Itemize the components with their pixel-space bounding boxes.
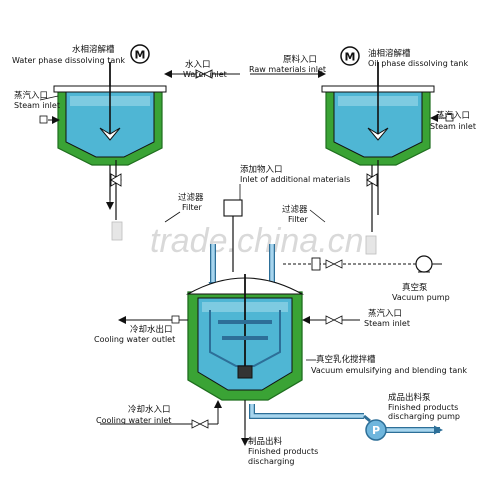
vacuum-pump bbox=[415, 255, 442, 273]
steam-inlet-left-label-en: Steam inlet bbox=[14, 101, 60, 110]
svg-text:M: M bbox=[135, 49, 146, 62]
raw-inlet-label-en: Raw materials inlet bbox=[249, 65, 326, 74]
oil-phase-tank bbox=[321, 62, 435, 232]
discharge-pipe bbox=[249, 404, 364, 419]
svg-text:M: M bbox=[345, 51, 356, 64]
additional-hopper bbox=[223, 199, 243, 217]
filter-left-label-en: Filter bbox=[182, 203, 203, 212]
product-pump: P bbox=[365, 419, 387, 441]
filter-left-label-cn: 过滤器 bbox=[178, 192, 204, 203]
vacuum-emulsifying-tank bbox=[185, 274, 305, 446]
discharge-label-en2: discharging bbox=[248, 457, 294, 466]
filter-right-label-en: Filter bbox=[288, 215, 309, 224]
water-inlet-label-en: Water inlet bbox=[183, 70, 227, 79]
cooling-inlet-label-en: Cooling water inlet bbox=[96, 416, 171, 425]
product-pump-label-cn: 成品出料泵 bbox=[388, 392, 431, 403]
vacuum-pump-label-en: Vacuum pump bbox=[392, 293, 450, 302]
filter-right bbox=[365, 235, 377, 255]
filter-left bbox=[111, 221, 123, 241]
raw-inlet-label-cn: 原料入口 bbox=[283, 54, 317, 65]
water-inlet-valve bbox=[195, 69, 213, 79]
oil-tank-label-en: Oil phase dissolving tank bbox=[368, 59, 468, 68]
blending-tank-label-cn: 真空乳化搅拌槽 bbox=[316, 354, 376, 365]
discharge-label-cn: 制品出料 bbox=[248, 436, 283, 447]
cooling-inlet-label-cn: 冷却水入口 bbox=[128, 404, 171, 415]
steam-inlet-main-label-cn: 蒸汽入口 bbox=[368, 308, 402, 319]
cooling-outlet-label-cn: 冷却水出口 bbox=[130, 324, 173, 335]
blending-tank-label-en: Vacuum emulsifying and blending tank bbox=[311, 366, 467, 375]
steam-inlet-left-label-cn: 蒸汽入口 bbox=[14, 90, 48, 101]
vacuum-pump-label-cn: 真空泵 bbox=[402, 282, 428, 293]
product-pump-label-en2: discharging pump bbox=[388, 412, 460, 421]
cooling-outlet-label-en: Cooling water outlet bbox=[94, 335, 175, 344]
motor-right: M bbox=[340, 46, 379, 86]
additional-label-en: Inlet of additional materials bbox=[240, 175, 350, 184]
watermark: trade.china.cn bbox=[150, 222, 364, 260]
svg-text:P: P bbox=[372, 424, 380, 437]
steam-inlet-right-label-en: Steam inlet bbox=[430, 122, 476, 131]
filter-right-label-cn: 过滤器 bbox=[282, 204, 308, 215]
water-tank-label-cn: 水相溶解槽 bbox=[72, 44, 115, 55]
steam-inlet-main-label-en: Steam inlet bbox=[364, 319, 410, 328]
oil-tank-label-cn: 油相溶解槽 bbox=[368, 48, 411, 59]
water-phase-tank bbox=[53, 62, 167, 220]
motor-left: M bbox=[109, 44, 150, 86]
additional-label-cn: 添加物入口 bbox=[240, 164, 283, 175]
water-inlet-label-cn: 水入口 bbox=[185, 59, 211, 70]
steam-inlet-right-label-cn: 蒸汽入口 bbox=[436, 110, 470, 121]
water-tank-label-en: Water phase dissolving tank bbox=[12, 56, 125, 65]
discharge-label-en1: Finished products bbox=[248, 447, 318, 456]
product-pump-label-en1: Finished products bbox=[388, 403, 458, 412]
